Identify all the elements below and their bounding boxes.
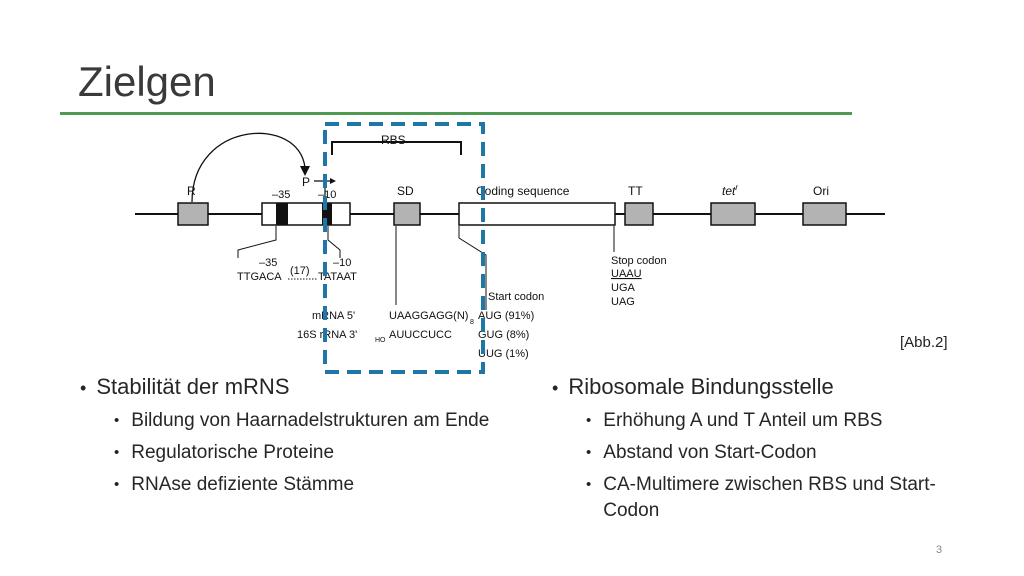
ori-box — [802, 202, 847, 226]
terminator-label: TT — [628, 184, 643, 198]
list-item-text: Bildung von Haarnadelstrukturen am Ende — [131, 410, 490, 431]
repressor-box — [177, 202, 209, 226]
spacer-length: (17) — [290, 265, 310, 277]
promoter-box — [261, 202, 351, 226]
left-heading: Stabilität der mRNS — [96, 374, 290, 399]
start-codon-callout — [458, 226, 487, 310]
box10-sequence: TATAAT — [318, 271, 357, 283]
rrna-label: 16S rRNA 3' — [297, 329, 357, 341]
page-number: 3 — [936, 544, 943, 556]
list-item-text: Abstand von Start-Codon — [603, 442, 817, 463]
minus10-label: –10 — [318, 189, 336, 201]
right-heading-bullet: • Ribosomale Bindungsstelle — [552, 374, 952, 400]
spacer-subscript: 8 — [470, 319, 474, 326]
rbs-highlight-frame — [323, 122, 485, 374]
right-bullet-column: • Ribosomale Bindungsstelle • Erhöhung A … — [552, 374, 952, 530]
stop-uga: UGA — [611, 282, 636, 294]
rbs-label: RBS — [381, 133, 406, 147]
ori-label: Ori — [813, 184, 829, 198]
left-bullet-column: • Stabilität der mRNS • Bildung von Haarn… — [80, 374, 510, 504]
slide-title: Zielgen — [78, 58, 216, 105]
ho-subscript: HO — [375, 337, 386, 344]
bullet-dot-icon: • — [586, 476, 592, 493]
sd-sequence: UAAGGAGG(N) — [389, 310, 468, 322]
uug-codon: UUG (1%) — [478, 348, 529, 360]
stop-uag: UAG — [611, 296, 635, 308]
list-item-text: RNAse defiziente Stämme — [131, 474, 355, 495]
promoter-arrow-head — [330, 178, 336, 184]
bullet-dot-icon: • — [80, 378, 87, 398]
list-item-text: CA-Multimere zwischen RBS und Start-Codo… — [603, 474, 936, 521]
left-heading-bullet: • Stabilität der mRNS — [80, 374, 510, 400]
right-heading: Ribosomale Bindungsstelle — [568, 374, 834, 399]
repressor-label: R — [187, 184, 196, 198]
left-sub-list: • Bildung von Haarnadelstrukturen am Ende… — [80, 408, 510, 498]
aug-codon: AUG (91%) — [478, 310, 534, 322]
sd-label: SD — [397, 184, 414, 198]
stop-uaau: UAAU — [611, 268, 642, 280]
bullet-dot-icon: • — [586, 444, 592, 461]
gug-codon: GUG (8%) — [478, 329, 529, 341]
tet-superscript: r — [735, 183, 738, 192]
tet-label: tetr — [722, 183, 738, 198]
regulation-arrowhead — [300, 166, 310, 176]
regulation-arc — [191, 132, 306, 203]
list-item: • RNAse defiziente Stämme — [114, 472, 510, 498]
terminator-box — [624, 202, 654, 226]
expression-vector-diagram: R –35 –10 P RBS SD Coding sequence TT te… — [135, 122, 885, 374]
right-sub-list: • Erhöhung A und T Anteil um RBS • Abstand… — [552, 408, 952, 524]
list-item: • CA-Multimere zwischen RBS und Start-Cod… — [586, 472, 952, 524]
title-underline — [60, 112, 852, 115]
box35-sequence: TTGACA — [237, 271, 282, 283]
stop-codon-label: Stop codon — [611, 255, 667, 267]
minus35-label: –35 — [272, 189, 290, 201]
list-item: • Abstand von Start-Codon — [586, 440, 952, 466]
figure-reference: [Abb.2] — [900, 334, 948, 351]
box35-label: –35 — [259, 257, 277, 269]
coding-sequence-box — [458, 202, 616, 226]
minus35-callout — [237, 226, 277, 258]
rrna-sequence: AUUCCUCC — [389, 329, 452, 341]
tet-box — [710, 202, 756, 226]
list-item: • Bildung von Haarnadelstrukturen am Ende — [114, 408, 510, 434]
bullet-dot-icon: • — [114, 412, 120, 429]
mrna-label: mRNA 5' — [312, 310, 355, 322]
minus10-element — [322, 203, 332, 225]
list-item-text: Erhöhung A und T Anteil um RBS — [603, 410, 883, 431]
minus10-callout — [327, 226, 341, 258]
bullet-dot-icon: • — [586, 412, 592, 429]
promoter-label: P — [302, 175, 310, 189]
list-item-text: Regulatorische Proteine — [131, 442, 335, 463]
list-item: • Regulatorische Proteine — [114, 440, 510, 466]
bullet-dot-icon: • — [552, 378, 559, 398]
sd-box — [393, 202, 421, 226]
rbs-bracket — [331, 141, 462, 155]
bullet-dot-icon: • — [114, 444, 120, 461]
bullet-dot-icon: • — [114, 476, 120, 493]
box10-label: –10 — [333, 257, 351, 269]
start-codon-label: Start codon — [488, 291, 544, 303]
coding-sequence-label: Coding sequence — [476, 184, 570, 198]
minus35-element — [276, 203, 288, 225]
list-item: • Erhöhung A und T Anteil um RBS — [586, 408, 952, 434]
